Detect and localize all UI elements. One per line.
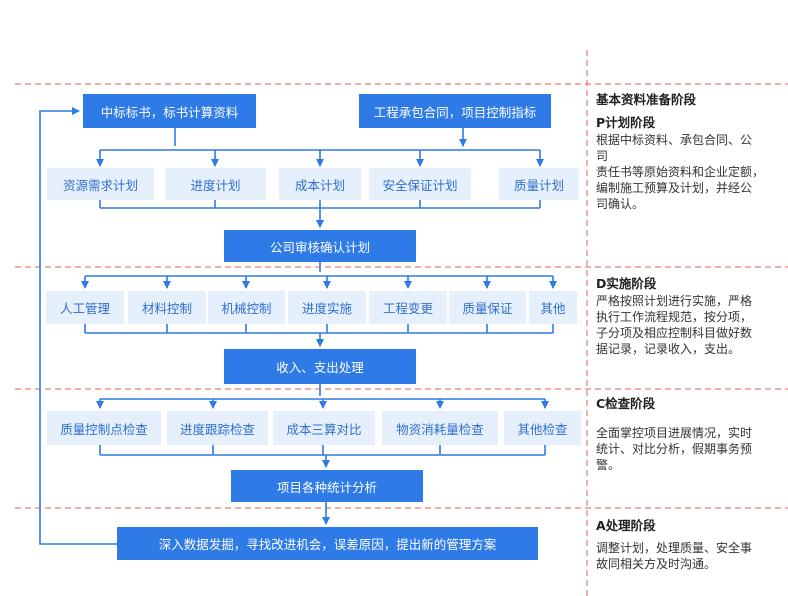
phase-d-title: D实施阶段	[596, 276, 657, 291]
phase-d-desc-line: 据记录，记录收入，支出。	[596, 342, 741, 356]
check-item-schedule: 进度跟踪检查	[167, 411, 268, 445]
phase-p-title: P计划阶段	[596, 115, 656, 130]
check-item-material: 物资消耗量检查	[382, 411, 498, 445]
check-item-quality: 质量控制点检查	[47, 411, 161, 445]
bid-documents-box: 中标标书，标书计算资料	[83, 94, 256, 128]
statistics-analysis-box: 项目各种统计分析	[231, 470, 423, 502]
phase-a-title: A处理阶段	[596, 518, 656, 533]
phase-p-desc-line: 根据中标资料、承包合同、公	[596, 133, 753, 147]
phase-header-title: 基本资料准备阶段	[596, 92, 697, 107]
do-item-quality: 质量保证	[449, 291, 526, 324]
plan-item-schedule: 进度计划	[165, 168, 266, 200]
improvement-box: 深入数据发掘，寻找改进机会，误差原因，提出新的管理方案	[117, 527, 538, 560]
phase-d-desc-line: 子分项及相应控制科目做好数	[596, 326, 753, 340]
check-item-other: 其他检查	[504, 411, 581, 445]
phase-p-desc-line: 司	[596, 149, 609, 163]
phase-p-desc-line: 责任书等原始资料和企业定额，	[596, 165, 765, 179]
phase-a-desc-line: 故同相关方及时沟通。	[596, 557, 717, 571]
plan-item-safety: 安全保证计划	[369, 168, 471, 200]
phase-p-desc-line: 编制施工预算及计划，并经公	[596, 181, 753, 195]
do-item-change: 工程变更	[369, 291, 447, 324]
do-item-other: 其他	[529, 291, 577, 324]
check-item-cost: 成本三算对比	[273, 411, 375, 445]
do-item-progress: 进度实施	[288, 291, 366, 324]
phase-d-desc-line: 严格按照计划进行实施，严格	[596, 294, 753, 308]
phase-a-desc-line: 调整计划，处理质量、安全事	[596, 541, 753, 555]
phase-p-desc-line: 司确认。	[596, 197, 645, 211]
do-item-labor: 人工管理	[46, 291, 124, 324]
phase-c-desc: 全面掌控项目进展情况，实时 统计、对比分析，假期事务预 警。	[596, 425, 776, 473]
plan-item-cost: 成本计划	[279, 168, 361, 200]
do-item-machinery: 机械控制	[208, 291, 285, 324]
phase-c-desc-line: 警。	[596, 458, 621, 472]
phase-c-title: C检查阶段	[596, 396, 656, 411]
plan-item-quality: 质量计划	[499, 168, 579, 200]
phase-c-desc-line: 全面掌控项目进展情况，实时	[596, 426, 753, 440]
phase-separators	[15, 50, 788, 596]
phase-d-desc: 严格按照计划进行实施，严格 执行工作流程规范，按分项， 子分项及相应控制科目做好…	[596, 293, 776, 357]
contract-indicators-box: 工程承包合同，项目控制指标	[359, 94, 551, 128]
do-item-material: 材料控制	[128, 291, 206, 324]
company-confirm-box: 公司审核确认计划	[224, 230, 416, 262]
phase-p-desc: 根据中标资料、承包合同、公 司 责任书等原始资料和企业定额， 编制施工预算及计划…	[596, 132, 776, 212]
phase-a-desc: 调整计划，处理质量、安全事 故同相关方及时沟通。	[596, 540, 776, 572]
plan-item-resource: 资源需求计划	[47, 168, 154, 200]
phase-c-desc-line: 统计、对比分析，假期事务预	[596, 442, 753, 456]
income-expense-box: 收入、支出处理	[224, 349, 416, 384]
phase-d-desc-line: 执行工作流程规范，按分项，	[596, 310, 753, 324]
